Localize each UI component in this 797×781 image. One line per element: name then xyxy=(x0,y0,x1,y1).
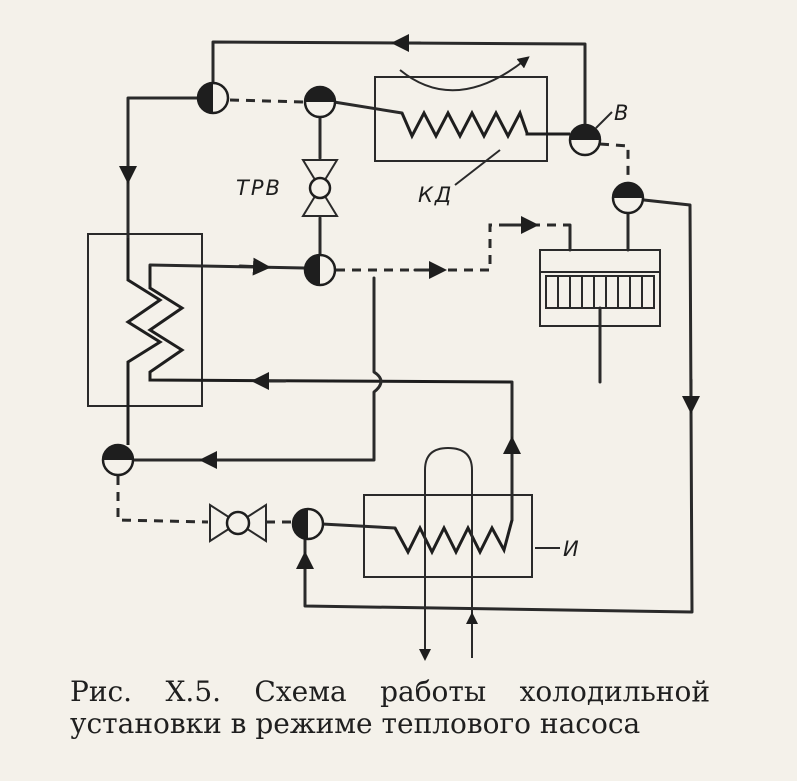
label-i: И xyxy=(563,537,581,561)
condenser-box xyxy=(374,76,548,162)
hx-top-arrow xyxy=(238,257,271,276)
label-b: В xyxy=(614,101,630,125)
crossover-line xyxy=(108,276,383,462)
valve-right xyxy=(611,181,645,215)
right-outer-line xyxy=(303,198,694,614)
piston-ribs xyxy=(557,276,643,308)
figure-caption: Рис. Х.5. Схема работы холодильной устан… xyxy=(70,675,710,740)
label-kd: КД xyxy=(418,183,453,207)
dashed-middle-line xyxy=(336,223,570,272)
condenser-flow-arrow xyxy=(399,56,530,92)
hx-top-line xyxy=(148,263,306,270)
label-trv: ТРВ xyxy=(236,176,282,200)
condenser-coil xyxy=(400,109,570,140)
heat-exchanger-box xyxy=(87,233,203,407)
valve-top-middle xyxy=(303,85,337,119)
trv-valve-ball xyxy=(308,176,332,200)
evaporator-inlet xyxy=(320,522,397,530)
compressor-piston xyxy=(545,275,655,309)
valve-to-condenser xyxy=(332,100,404,115)
valve-middle xyxy=(303,253,337,287)
valve-left-top xyxy=(196,81,230,115)
lower-valve-symbol xyxy=(209,503,267,543)
heat-exchanger-coil-a xyxy=(125,238,163,445)
evaporator-box xyxy=(363,494,533,578)
trv-valve-symbol xyxy=(301,159,339,217)
heat-exchanger-coil-b xyxy=(147,265,513,384)
dashed-right-line xyxy=(599,142,630,182)
left-lower-dashed xyxy=(116,476,209,524)
valve-b xyxy=(568,123,602,157)
kd-leader xyxy=(454,149,501,186)
valve-left-bottom xyxy=(101,443,135,477)
lower-valve-ball xyxy=(225,510,251,536)
top-return-line xyxy=(211,40,587,130)
valve-bottom xyxy=(291,507,325,541)
b-leader xyxy=(595,111,613,129)
dashed-top-line xyxy=(229,98,305,104)
left-trunk-line xyxy=(126,96,215,240)
evaporator-coil xyxy=(393,519,514,556)
evaporator-u-tube xyxy=(424,446,473,658)
